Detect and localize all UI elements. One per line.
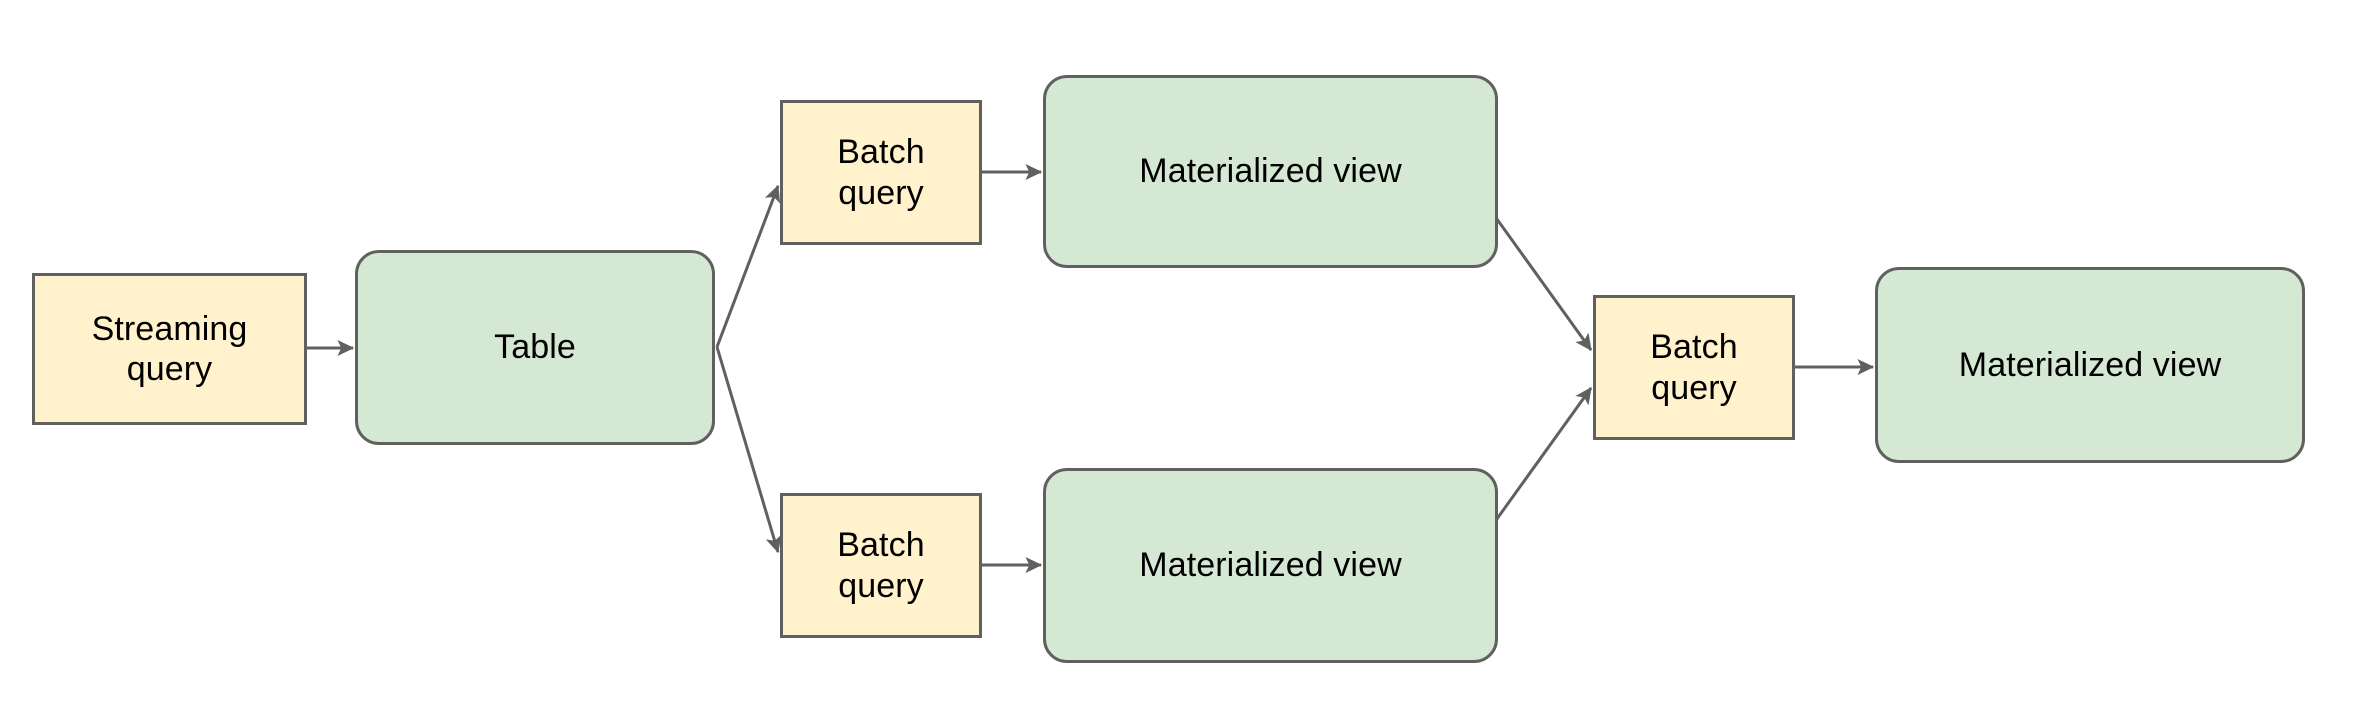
- node-label: Batch query: [837, 133, 925, 212]
- node-batch-query-top[interactable]: Batch query: [780, 100, 982, 245]
- edge-table-to-batch-bottom[interactable]: [715, 346, 782, 554]
- node-label: Batch query: [837, 526, 925, 605]
- node-materialized-view-bottom[interactable]: Materialized view: [1043, 468, 1498, 663]
- edge-mv-bottom-to-batch-join[interactable]: [1492, 387, 1593, 524]
- node-label: Materialized view: [1139, 152, 1402, 191]
- edge-mv-top-to-batch-join[interactable]: [1492, 214, 1593, 351]
- node-materialized-view-top[interactable]: Materialized view: [1043, 75, 1498, 268]
- node-label: Materialized view: [1958, 345, 2222, 384]
- node-batch-query-join[interactable]: Batch query: [1593, 295, 1795, 440]
- node-label: Batch query: [1650, 328, 1738, 407]
- node-label: Table: [494, 328, 576, 367]
- node-label: Materialized view: [1139, 546, 1402, 585]
- node-label: Streaming query: [91, 309, 248, 388]
- node-table[interactable]: Table: [355, 250, 715, 445]
- node-batch-query-bottom[interactable]: Batch query: [780, 493, 982, 638]
- node-streaming-query[interactable]: Streaming query: [32, 273, 307, 425]
- edge-table-to-batch-top[interactable]: [715, 184, 781, 348]
- node-materialized-view-final[interactable]: Materialized view: [1875, 267, 2305, 463]
